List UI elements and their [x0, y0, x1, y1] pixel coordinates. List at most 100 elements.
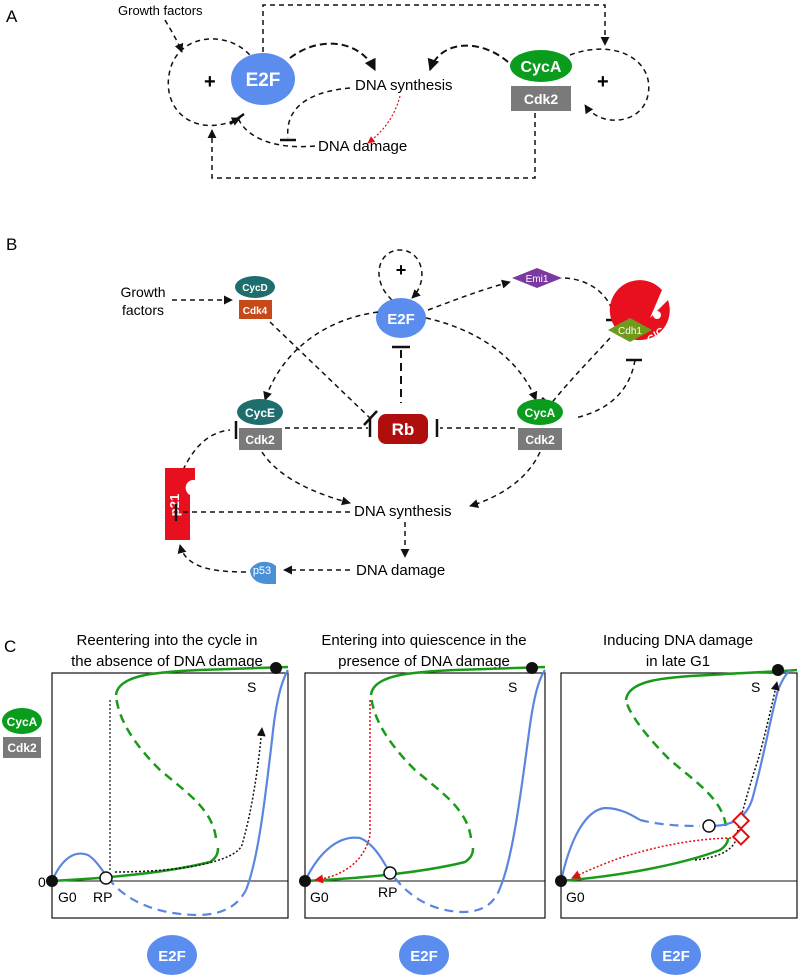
e2f-to-dna-synthesis-arrow — [289, 42, 376, 72]
e2f-node-b — [376, 298, 426, 338]
cyca-to-synthesis-arrow — [469, 451, 541, 508]
plot-2: G0 RP S — [299, 662, 546, 919]
plot-1-g0-point — [46, 875, 58, 887]
panel-c2-title-line2: presence of DNA damage — [338, 653, 510, 670]
cyce-label: CycE — [245, 406, 275, 420]
p53-node — [250, 561, 276, 584]
y-axis-cdk2-icon — [3, 737, 41, 758]
growth-factors-arrow — [164, 19, 184, 53]
plot-1-s-point — [270, 662, 282, 674]
plus-sign-right: + — [597, 71, 609, 93]
plot-2-rp-label: RP — [378, 884, 397, 900]
plot-2-rp-point — [383, 866, 397, 880]
cyca-label-b: CycA — [525, 406, 556, 420]
x-axis-e2f-icon-2 — [399, 935, 449, 975]
plot-1-green-upper — [114, 665, 289, 696]
cdk2-label: Cdk2 — [524, 91, 558, 107]
apc-inhibits-cyca-1 — [549, 337, 611, 406]
plot-3-s-label: S — [751, 679, 760, 695]
plot-3-frame — [560, 672, 798, 919]
plot-3-red-trajectory — [571, 837, 736, 879]
plot-2-s-label: S — [508, 679, 517, 695]
plot-1-blue-dashed — [107, 877, 247, 917]
rb-label: Rb — [392, 420, 415, 439]
cdk2-right-label: Cdk2 — [525, 433, 555, 447]
plot-1-blue-solid-right — [244, 669, 289, 891]
cdk2-left-node — [239, 428, 282, 450]
dna-synthesis-label-b: DNA synthesis — [354, 503, 452, 520]
plot-1-zero: 0 — [38, 874, 46, 890]
cyca-to-e2f-arrow — [207, 113, 536, 179]
cdk2-right-node — [518, 428, 562, 450]
plot-1-s-label: S — [247, 679, 256, 695]
plot-2-green-lower — [304, 847, 475, 883]
panel-c1-title-line2: the absence of DNA damage — [71, 653, 263, 670]
plot-2-green-dashed — [369, 694, 473, 839]
x-axis-e2f-label-1: E2F — [158, 948, 186, 965]
y-axis-cdk2-label: Cdk2 — [7, 741, 37, 755]
plot-2-green-upper — [369, 665, 546, 696]
e2f-to-emi1-arrow — [427, 279, 511, 311]
panel-c3-title-line1: Inducing DNA damage — [603, 632, 753, 649]
p53-label: p53 — [253, 565, 271, 577]
cyca-inhibits-apc — [574, 359, 636, 419]
plot-3-blue-solid-left — [559, 806, 641, 882]
cdh1-node — [608, 318, 652, 342]
cyca-label: CycA — [521, 59, 562, 76]
plot-3-green-dashed — [624, 699, 728, 827]
panel-a: A Growth factors + E2F DNA synthesis DNA… — [6, 3, 650, 179]
dna-synthesis-label: DNA synthesis — [355, 77, 453, 94]
plot-1-g0-label: G0 — [58, 889, 77, 905]
p53-to-p21-arrow — [177, 544, 247, 573]
panel-c-letter: C — [4, 637, 16, 656]
emi1-label: Emi1 — [526, 274, 549, 285]
plot-3-damage-marker-upper — [731, 811, 751, 830]
plot-3-s-point — [772, 664, 784, 676]
plot-3-blue-solid-right — [709, 669, 791, 828]
synthesis-inhibits-damage — [287, 87, 351, 139]
e2f-label-b: E2F — [387, 311, 415, 328]
dna-damage-label: DNA damage — [318, 138, 407, 155]
plot-1-trajectory-arrow — [114, 727, 266, 873]
panel-b: B Growth factors CycD Cdk4 + E2F Emi1 AP… — [6, 235, 670, 584]
y-axis-cyca-icon — [2, 708, 42, 734]
dna-damage-label-b: DNA damage — [356, 562, 445, 579]
panel-b-letter: B — [6, 235, 17, 254]
x-axis-e2f-icon-3 — [651, 935, 701, 975]
plot-3-green-upper — [624, 668, 798, 701]
cycd-label: CycD — [242, 283, 268, 294]
e2f-self-loop-b — [378, 249, 423, 301]
plot-3: G0 S — [555, 664, 798, 919]
e2f-to-cyca-arrow-b — [425, 317, 538, 401]
cyca-self-loop — [569, 48, 650, 121]
x-axis-e2f-icon-1 — [147, 935, 197, 975]
p21-label: p21 — [167, 494, 182, 516]
plot-1-rp-point — [99, 871, 113, 885]
panel-a-letter: A — [6, 7, 18, 26]
plot-1: 0 G0 RP S — [38, 662, 289, 919]
plot-1-green-dashed — [114, 694, 218, 839]
plot-3-g0-point — [555, 875, 567, 887]
plot-2-blue-solid-left — [304, 836, 387, 882]
cdk4-node — [239, 300, 272, 319]
synthesis-to-damage-arrow — [367, 95, 401, 144]
plot-2-g0-label: G0 — [310, 889, 329, 905]
plot-1-blue-solid-left — [50, 852, 109, 882]
damage-inhibits-e2f — [237, 117, 316, 148]
plot-3-saddle-point — [702, 819, 716, 833]
y-axis-cyca-label: CycA — [7, 715, 38, 729]
plot-2-g0-point — [299, 875, 311, 887]
p21-node — [165, 468, 195, 540]
plot-2-s-point — [526, 662, 538, 674]
cyca-node — [510, 50, 572, 82]
panel-c2-title-line1: Entering into quiescence in the — [321, 632, 526, 649]
growth-factors-label: Growth factors — [118, 3, 203, 18]
e2f-to-cyce-arrow — [263, 311, 379, 401]
cyce-node — [237, 399, 283, 425]
cyce-to-synthesis-arrow — [261, 451, 351, 506]
emi1-inhibits-apc — [564, 277, 615, 319]
rb-node — [378, 414, 428, 444]
plus-sign-left: + — [204, 71, 216, 93]
cycd-node — [235, 276, 275, 298]
cycd-inhibits-rb — [269, 321, 371, 419]
